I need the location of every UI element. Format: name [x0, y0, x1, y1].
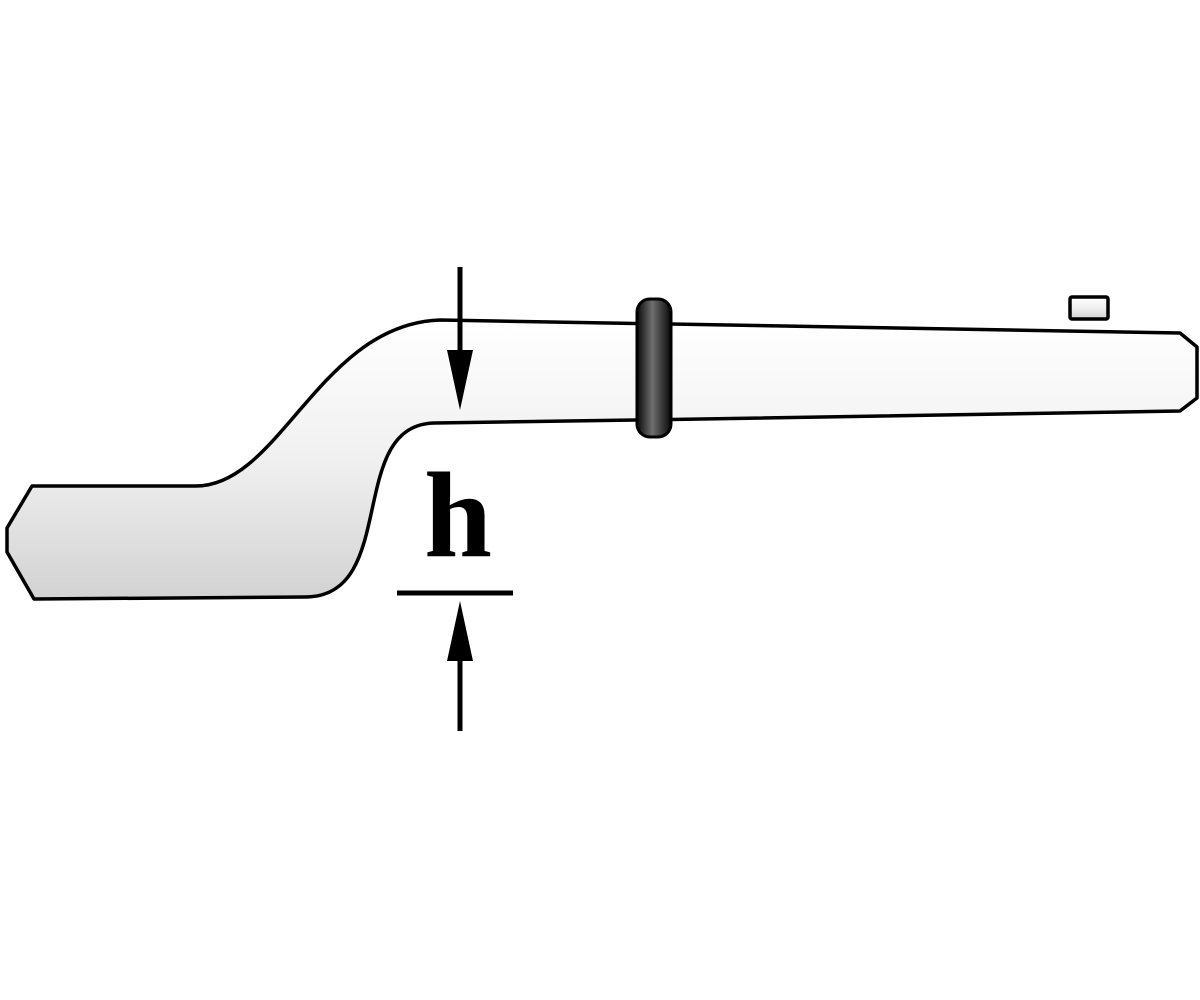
retaining-clip: [1068, 295, 1110, 321]
up-arrowhead-icon: [447, 601, 473, 661]
dimension-h: h: [397, 267, 513, 731]
down-arrowhead-icon: [447, 350, 473, 410]
dimension-label-h: h: [424, 448, 492, 583]
wrench: [5, 295, 1199, 601]
wrench-body-outline: [5, 318, 1199, 601]
shank-collar: [635, 297, 673, 439]
